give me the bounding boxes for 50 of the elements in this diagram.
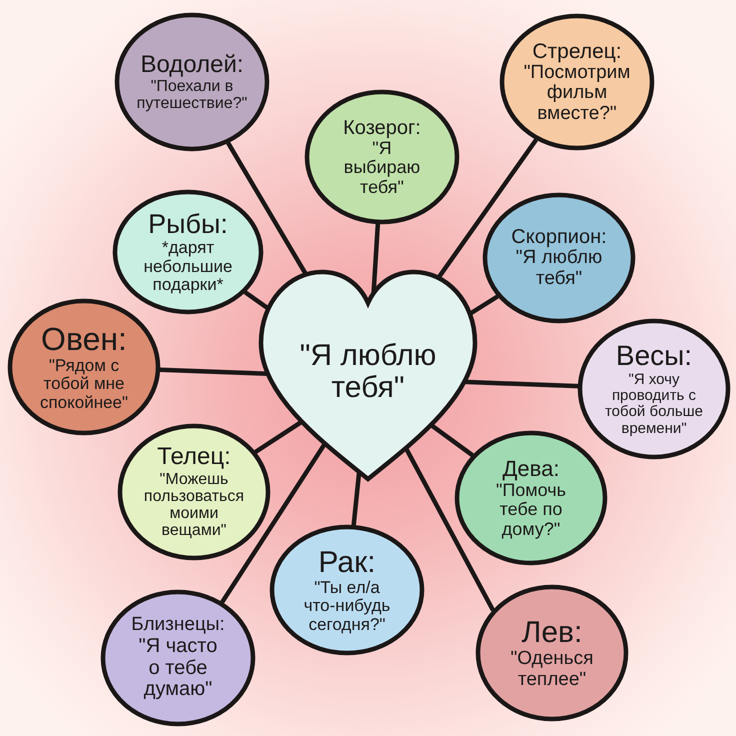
connector-line (351, 472, 362, 526)
sign-name: Водолей: (140, 52, 244, 78)
sign-circle (500, 14, 654, 150)
quote-text: "Оденься теплее" (510, 648, 594, 690)
sign-name: Лев: (522, 616, 582, 649)
connector-line (464, 380, 578, 388)
sign-name: Овен: (41, 322, 127, 358)
quote-text: "Поехали в путешествие?" (136, 78, 248, 112)
quote-text: "Я хочу проводить с тобой больше времени" (604, 372, 704, 437)
heart-shape (258, 268, 478, 482)
sign-name: Близнецы: (131, 615, 225, 636)
connector-line (430, 423, 474, 458)
connector-line (220, 442, 327, 604)
sign-circle (115, 13, 269, 151)
connector-line (160, 368, 268, 376)
quote-text: "Ты ел/а что-нибудь сегодня?" (302, 578, 392, 634)
connector-line (226, 142, 308, 276)
sign-circle (476, 585, 628, 721)
connector-line (404, 447, 495, 612)
sign-circle (305, 90, 459, 224)
sign-circle (8, 299, 160, 435)
sign-name: Дева: (502, 456, 560, 481)
sign-name: Козерог: (343, 116, 421, 139)
connector-line (468, 294, 499, 316)
heart-text: "Я люблю тебя" (298, 340, 438, 404)
sign-circle (118, 424, 270, 560)
connector-line (244, 290, 270, 310)
sign-name: Стрелец: (532, 40, 622, 63)
quote-text: "Посмотрим фильм вместе?" (522, 62, 632, 124)
quote-text: "Рядом с тобой мне спокойнее" (38, 357, 130, 412)
sign-circle (101, 590, 255, 726)
sign-name: Рыбы: (148, 210, 228, 240)
quote-text: "Я люблю тебя" (516, 248, 602, 290)
sign-circle (455, 431, 607, 565)
connector-line (254, 420, 304, 454)
quote-text: "Можешь пользоваться моими вещами" (142, 470, 246, 540)
quote-text: "Я часто о тебе думаю" (138, 636, 218, 701)
connector-line (436, 138, 538, 280)
sign-circle (270, 525, 424, 655)
sign-name: Телец: (157, 444, 231, 471)
sign-name: Скорпион: (511, 226, 607, 248)
sign-circle (578, 319, 730, 459)
sign-circle (483, 193, 635, 323)
quote-text: "Я выбираю тебя" (342, 138, 422, 198)
sign-circle (113, 190, 263, 314)
sign-name: Рак: (318, 546, 376, 579)
quote-text: "Помочь тебе по дому?" (494, 480, 568, 540)
sign-name: Весы: (616, 341, 692, 372)
connector-line (371, 224, 380, 294)
quote-text: *дарят небольшие подарки* (142, 239, 234, 294)
